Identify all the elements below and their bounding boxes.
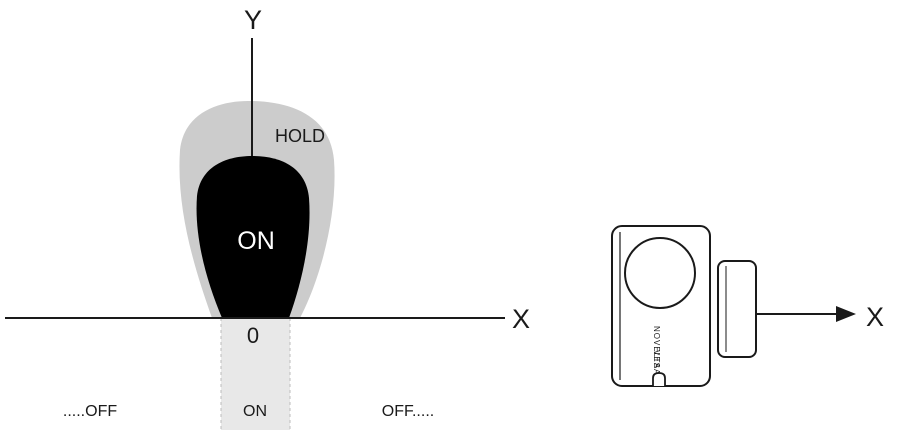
on-band (221, 318, 290, 430)
direction-arrow-head (836, 306, 856, 322)
direction-x-label: X (866, 302, 884, 332)
on-zone-label: ON (237, 227, 275, 255)
sensor-button (652, 372, 666, 386)
y-axis-label: Y (244, 5, 262, 35)
sensor-magnet (717, 260, 757, 358)
on-zone (196, 156, 310, 318)
origin-label: 0 (247, 323, 259, 348)
sensor-brand-text-2: VESA (652, 350, 661, 375)
left-off-label: .....OFF (63, 403, 117, 420)
hold-zone-label: HOLD (275, 126, 325, 146)
sensor-brand-text-1: NOVELTA (652, 326, 661, 369)
sensor-device: NOVELTA VESA (611, 225, 757, 387)
center-on-label: ON (243, 403, 267, 420)
sensor-lens (624, 237, 696, 309)
x-axis-label: X (512, 304, 530, 334)
right-off-label: OFF..... (382, 403, 434, 420)
